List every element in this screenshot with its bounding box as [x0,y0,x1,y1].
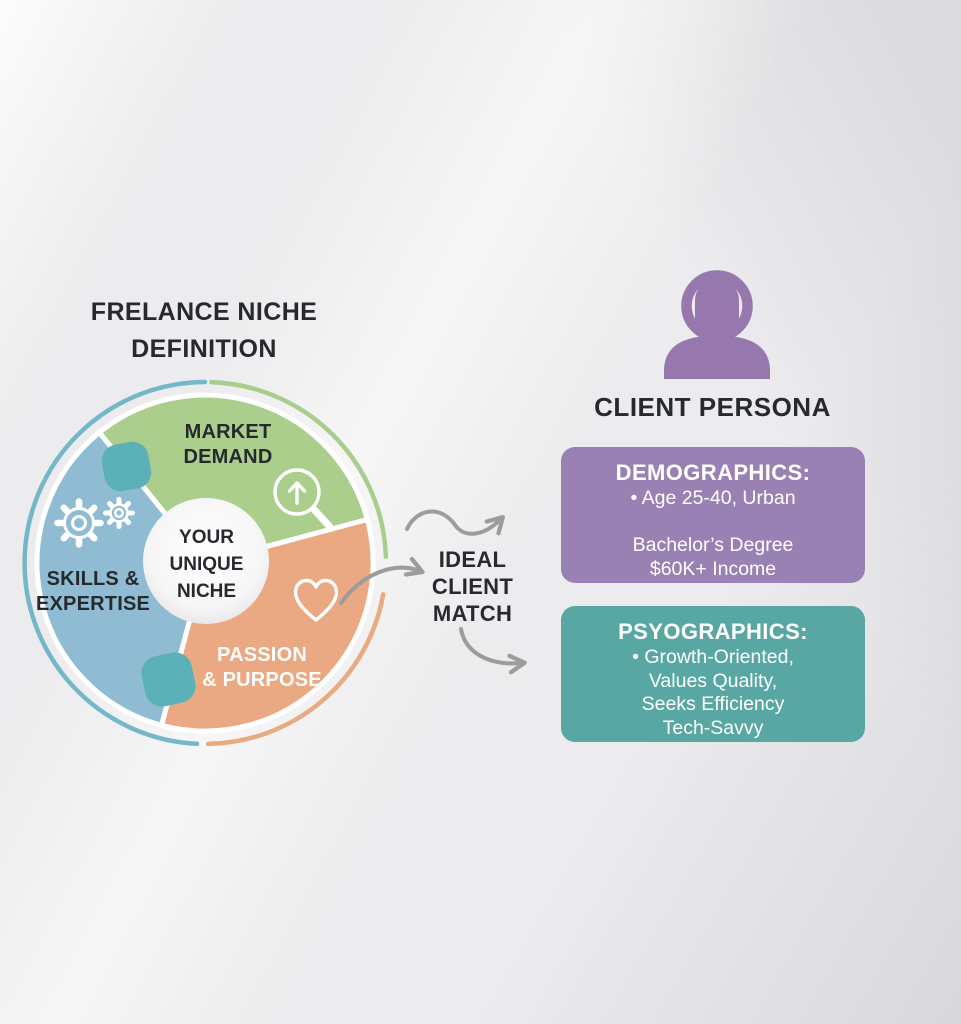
psyographics-card: PSYOGRAPHICS: • Growth-Oriented, Values … [561,606,865,742]
client-persona-heading: CLIENT PERSONA [594,392,831,422]
segment-label-skills-expertise: SKILLS & EXPERTISE [35,568,151,615]
demographics-heading: DEMOGRAPHICS: [615,460,811,485]
person-icon [664,270,770,379]
wheel-center-circle [143,498,269,624]
demographics-body: • Age 25-40, Urban Bachelor’s Degree $60… [630,487,796,580]
curved-arrow-middle [339,556,425,605]
psyographics-body: • Growth-Oriented, Values Quality, Seeks… [632,646,794,739]
ring-arc-orange [205,592,386,747]
demographics-card: DEMOGRAPHICS: • Age 25-40, Urban Bachelo… [561,447,865,583]
teal-blobs [101,441,196,707]
teal-blob-bottom [141,652,196,707]
segment-market-demand [96,392,370,566]
segment-label-passion-purpose: PASSION & PURPOSE [202,644,322,691]
heart-icon [293,578,339,622]
wheel-outer-ring [22,379,389,747]
wheel-center-label: YOUR UNIQUE NICHE [169,527,244,602]
connector-arrows [339,509,527,675]
psyographics-heading: PSYOGRAPHICS: [618,619,808,644]
ring-arc-blue [22,379,208,747]
segment-label-market-demand: MARKET DEMAND [183,421,273,468]
gears-icon [54,497,135,548]
growth-magnifier-icon [273,468,334,531]
ring-arc-green [209,379,389,559]
teal-blob-top [101,441,152,492]
curved-arrow-bottom [459,627,527,675]
ideal-client-match-label: IDEAL CLIENT MATCH [431,547,514,626]
page-title: FRELANCE NICHE DEFINITION [90,298,318,363]
curved-arrow-top [405,509,506,536]
